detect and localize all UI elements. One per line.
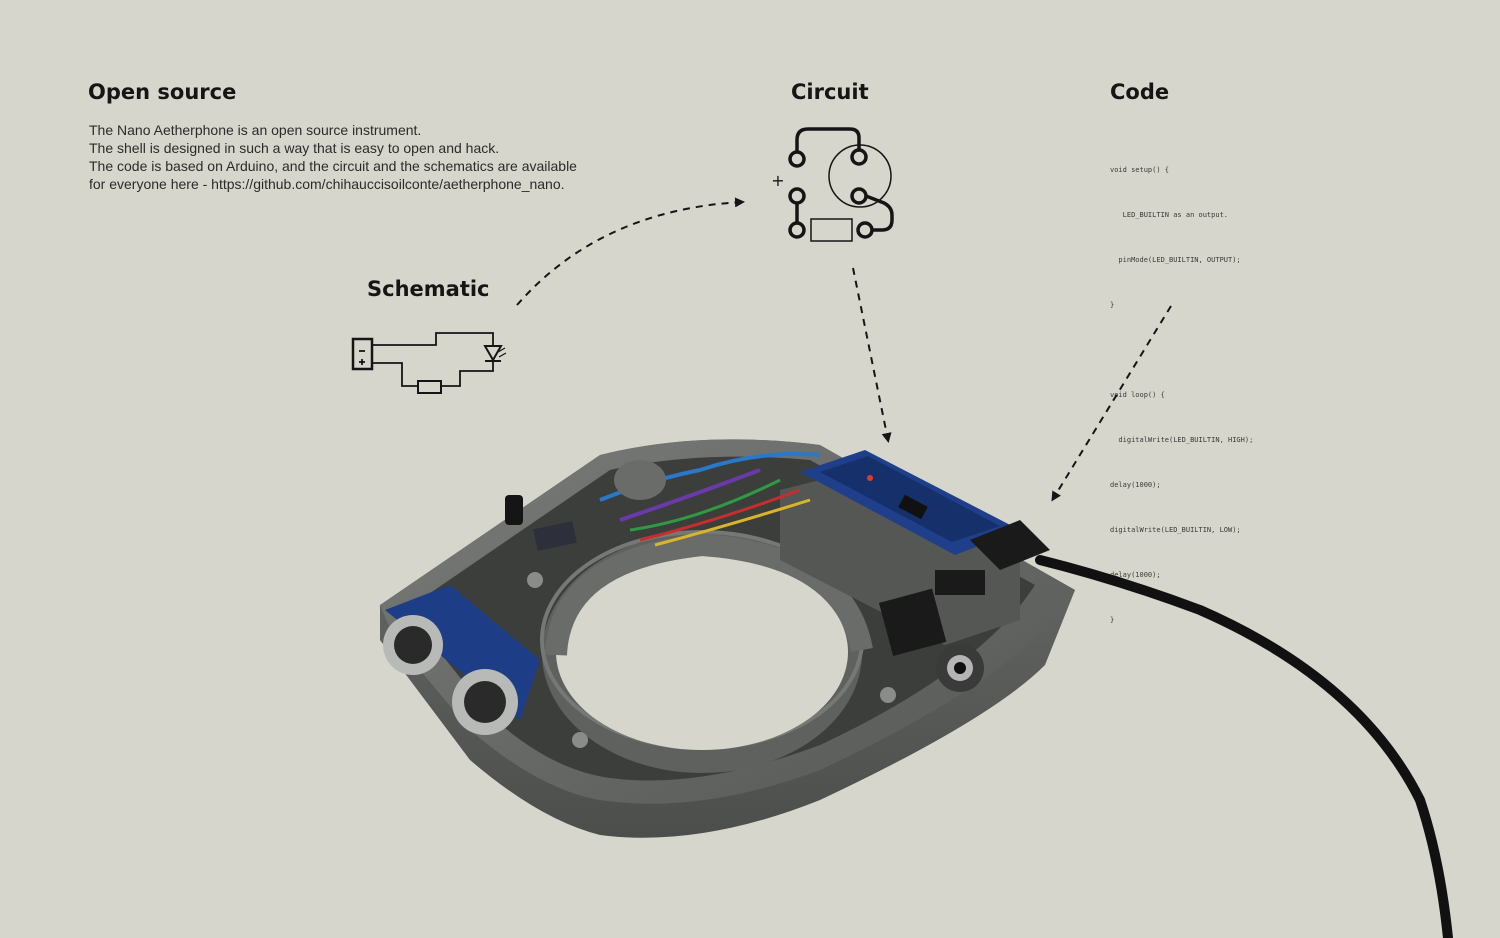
open-source-description: The Nano Aetherphone is an open source i… <box>89 121 577 193</box>
circuit-pcb-icon <box>788 127 894 242</box>
code-line: digitalWrite(LED_BUILTIN, LOW); <box>1110 526 1241 534</box>
usb-cable <box>1035 555 1453 938</box>
code-line: } <box>1110 301 1115 309</box>
code-to-device-arrow <box>1051 305 1172 502</box>
code-heading: Code <box>1110 80 1170 104</box>
description-line: The shell is designed in such a way that… <box>89 140 500 156</box>
schematic-to-circuit-arrow <box>516 197 745 306</box>
description-line: for everyone here - https://github.com/c… <box>89 176 565 192</box>
usb-plug <box>970 520 1050 570</box>
schematic-icon <box>351 332 507 394</box>
open-source-heading: Open source <box>88 80 237 104</box>
description-line: The Nano Aetherphone is an open source i… <box>89 122 422 138</box>
code-line: digitalWrite(LED_BUILTIN, HIGH); <box>1110 436 1254 444</box>
code-line: void loop() { <box>1110 391 1165 399</box>
circuit-plus-sign: + <box>771 171 784 190</box>
circuit-heading: Circuit <box>791 80 869 104</box>
code-line: } <box>1110 616 1115 624</box>
toggle-switch <box>533 521 577 551</box>
aetherphone-device <box>380 439 1453 938</box>
code-line: void setup() { <box>1110 166 1170 174</box>
code-line: pinMode(LED_BUILTIN, OUTPUT); <box>1110 256 1241 264</box>
code-line: delay(1000); <box>1110 571 1161 579</box>
knob <box>505 495 523 525</box>
circuit-to-device-arrow <box>852 267 892 443</box>
code-snippet: void setup() { LED_BUILTIN as an output.… <box>1110 133 1253 643</box>
description-line: The code is based on Arduino, and the ci… <box>89 158 577 174</box>
code-line: delay(1000); <box>1110 481 1161 489</box>
code-line: LED_BUILTIN as an output. <box>1110 211 1229 219</box>
schematic-heading: Schematic <box>367 277 490 301</box>
